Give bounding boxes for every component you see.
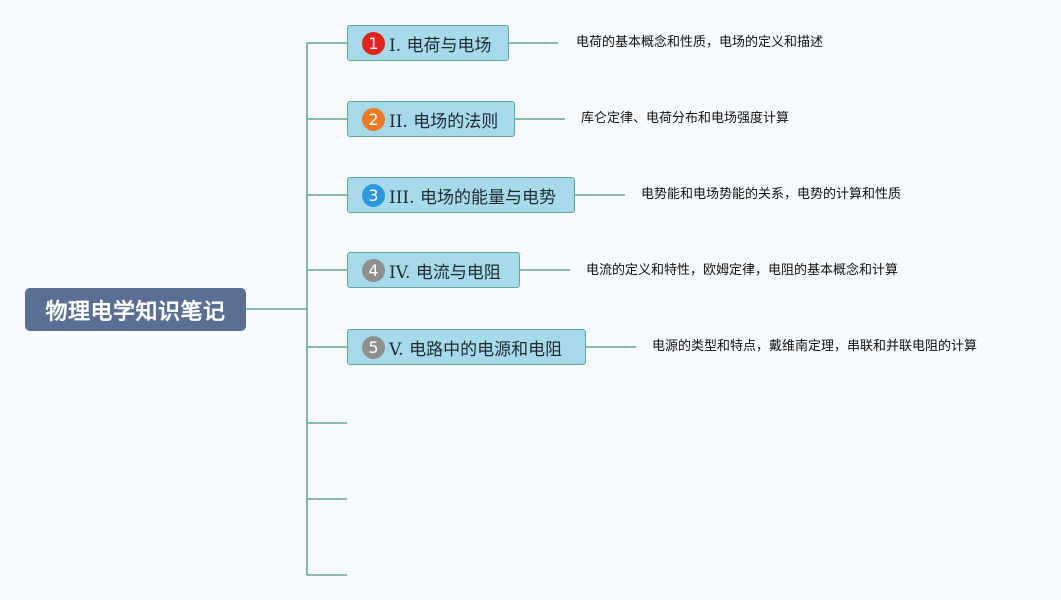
topic-note-4[interactable]: 电流的定义和特性，欧姆定律，电阻的基本概念和计算	[586, 263, 899, 278]
number-badge-icon: 4	[362, 258, 385, 282]
topic-note-5[interactable]: 电源的类型和特点，戴维南定理，串联和并联电阻的计算	[652, 339, 978, 354]
topic-label: IV. 电流与电阻	[389, 262, 501, 283]
topic-2[interactable]: 2 II. 电场的法则	[347, 101, 515, 137]
number-badge-icon: 5	[362, 335, 385, 359]
root-topic[interactable]: 物理电学知识笔记	[25, 288, 246, 331]
topic-label: II. 电场的法则	[389, 111, 499, 132]
number-badge-icon: 2	[362, 107, 385, 131]
topic-note-3[interactable]: 电势能和电场势能的关系，电势的计算和性质	[641, 187, 902, 202]
root-topic-label: 物理电学知识笔记	[45, 299, 226, 325]
topic-5[interactable]: 5 V. 电路中的电源和电阻	[347, 329, 586, 365]
topic-note-2[interactable]: 库仑定律、电荷分布和电场强度计算	[581, 111, 790, 126]
topic-label: V. 电路中的电源和电阻	[389, 339, 563, 360]
number-badge-icon: 1	[362, 31, 385, 55]
topic-1[interactable]: 1 I. 电荷与电场	[347, 25, 509, 61]
topic-3[interactable]: 3 III. 电场的能量与电势	[347, 177, 575, 213]
topic-note-1[interactable]: 电荷的基本概念和性质，电场的定义和描述	[576, 35, 824, 50]
topic-label: I. 电荷与电场	[389, 35, 492, 56]
topic-label: III. 电场的能量与电势	[389, 187, 556, 208]
topic-4[interactable]: 4 IV. 电流与电阻	[347, 252, 520, 288]
number-badge-icon: 3	[362, 183, 385, 207]
